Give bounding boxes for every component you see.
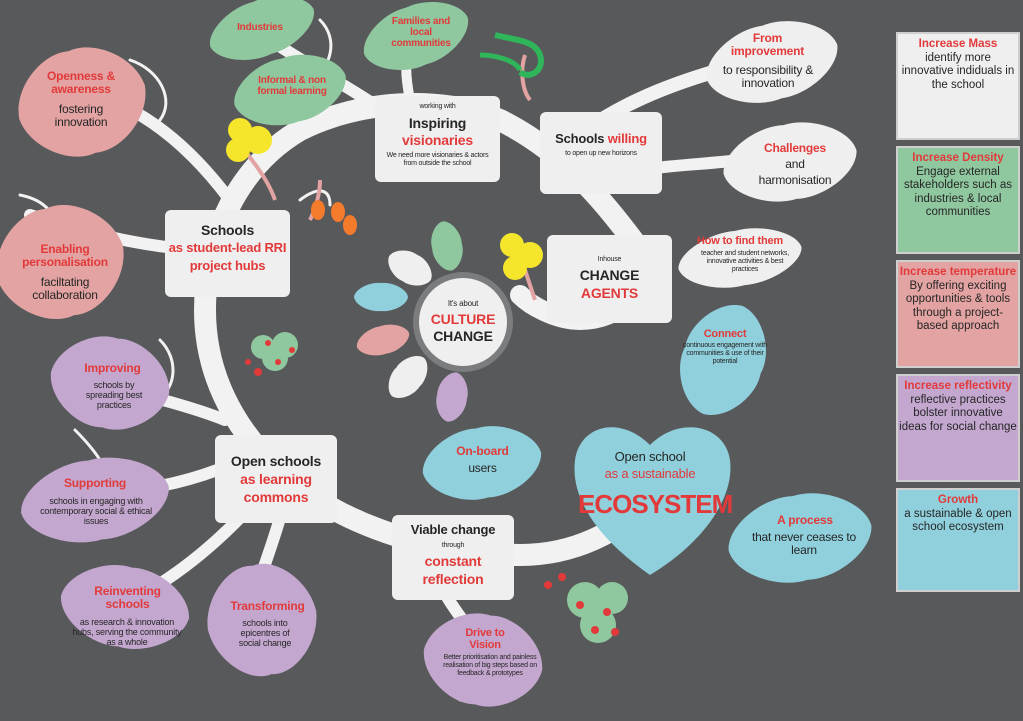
leaf-openness-text: fostering innovation — [54, 102, 108, 130]
leaf-connect-text: continuous engagement with communities &… — [683, 342, 767, 365]
hub-agents-small: Inhouse — [597, 256, 622, 263]
leaf-challenges-and: and — [785, 157, 805, 171]
hub-ecosystem-title: Open school — [614, 449, 686, 464]
sidebar-reflectivity-title: Increase reflectivity — [904, 380, 1012, 392]
hub-visionaries-small: working with — [419, 103, 456, 110]
centre-culture: CULTURE — [430, 311, 496, 327]
hub-boxes — [165, 96, 672, 600]
hub-willing-word: willing — [607, 131, 647, 146]
sidebar-density: Increase Density Engage external stakeho… — [896, 146, 1020, 254]
hub-visionaries-inspiring: Inspiring — [408, 115, 467, 131]
hub-willing-title: Schools willing — [540, 131, 662, 147]
leaf-improvement-text: to responsibility & innovation — [722, 63, 814, 91]
hub-willing-sub: to open up new horizons — [565, 150, 637, 157]
sidebar-growth: Growth a sustainable & open school ecosy… — [896, 488, 1020, 592]
leaf-onboard-text: users — [468, 461, 497, 475]
hub-open-schools-title: Open schools — [230, 453, 322, 469]
leaf-supporting-text: schools in engaging with contemporary so… — [40, 496, 152, 527]
leaf-transforming-title: Transforming — [230, 599, 305, 613]
hub-schools-title: Schools — [200, 222, 255, 238]
sidebar-density-text: Engage external stakeholders such as ind… — [903, 165, 1013, 219]
hub-agents-change: CHANGE — [579, 267, 640, 283]
sidebar-mass-title: Increase Mass — [918, 38, 998, 50]
hub-viable-reflection: reflection — [422, 571, 484, 587]
leaf-reinventing-title: Reinventing schools — [94, 584, 161, 612]
sidebar-temperature: Increase temperature By offering excitin… — [896, 260, 1020, 368]
sidebar-mass: Increase Mass identify more innovative i… — [896, 32, 1020, 140]
leaf-enabling-title: Enabling personalisation — [22, 242, 108, 270]
ecosystem-heart — [574, 427, 731, 575]
centre-flower — [353, 218, 513, 425]
sidebar-reflectivity: Increase reflectivity reflective practic… — [896, 374, 1020, 482]
hub-visionaries-title: visionaries — [402, 132, 473, 148]
leaf-reinventing-text: as research & innovation hubs, serving t… — [72, 617, 182, 648]
leaf-enabling-text: faciltating collaboration — [32, 275, 98, 303]
hub-schools-project: project hubs — [189, 258, 266, 273]
leaf-informal: Informal & non formal learning — [257, 75, 327, 98]
leaf-improving-title: Improving — [84, 361, 141, 375]
leaf-howfind-text: teacher and student networks, innovative… — [701, 250, 789, 273]
sidebar-growth-title: Growth — [937, 494, 979, 506]
hub-viable-constant: constant — [424, 553, 482, 569]
sidebar-density-title: Increase Density — [912, 152, 1004, 164]
sidebar-growth-text: a sustainable & open school ecosystem — [904, 507, 1012, 534]
hub-schools-rri: as student-lead RRI — [168, 240, 287, 255]
hub-open-schools-as: as learning — [240, 471, 312, 487]
leaf-challenges-title: Challenges — [763, 141, 827, 155]
leaf-connect-title: Connect — [703, 328, 747, 340]
hub-agents-agents: AGENTS — [580, 285, 639, 301]
hub-willing-schools: Schools — [555, 131, 605, 146]
leaf-transforming-text: schools into epicentres of social change — [238, 618, 292, 649]
sidebar-temperature-title: Increase temperature — [899, 266, 1017, 278]
hub-visionaries-sub: We need more visionaries & actors from o… — [386, 152, 489, 167]
decorative-trees — [226, 32, 628, 643]
hub-ecosystem-word: ECOSYSTEM — [578, 489, 733, 519]
leaf-drive-text: Better prioritisation and painless reali… — [443, 654, 537, 677]
centre-intro: It's about — [447, 299, 479, 308]
leaf-openness-title: Openness & awareness — [46, 69, 116, 97]
leaf-process-text: that never ceases to learn — [751, 530, 857, 558]
leaf-families: Families and local communities — [391, 16, 451, 50]
sidebar-temperature-text: By offering exciting opportunities & too… — [905, 279, 1011, 333]
sidebar-mass-text: identify more innovative indiduals in th… — [901, 51, 1015, 91]
leaf-supporting-title: Supporting — [64, 476, 126, 490]
leaf-challenges-harmonisation: harmonisation — [758, 173, 832, 187]
sidebar-reflectivity-text: reflective practices bolster innovative … — [899, 393, 1017, 433]
hub-ecosystem-as: as a sustainable — [604, 466, 696, 481]
hub-viable-title: Viable change — [410, 522, 496, 537]
centre-change: CHANGE — [433, 328, 493, 344]
leaf-drive-title: Drive to Vision — [465, 627, 505, 652]
leaf-onboard-title: On-board — [456, 444, 509, 458]
hub-viable-through: through — [441, 542, 465, 549]
leaf-process-title: A process — [777, 513, 833, 527]
hub-open-schools-commons: commons — [243, 489, 309, 505]
leaf-industries: Industries — [237, 22, 283, 33]
leaf-improvement-title: From improvement — [730, 31, 805, 59]
leaf-improving-text: schools by spreading best practices — [85, 380, 143, 411]
leaf-howfind-title: How to find them — [696, 235, 783, 247]
